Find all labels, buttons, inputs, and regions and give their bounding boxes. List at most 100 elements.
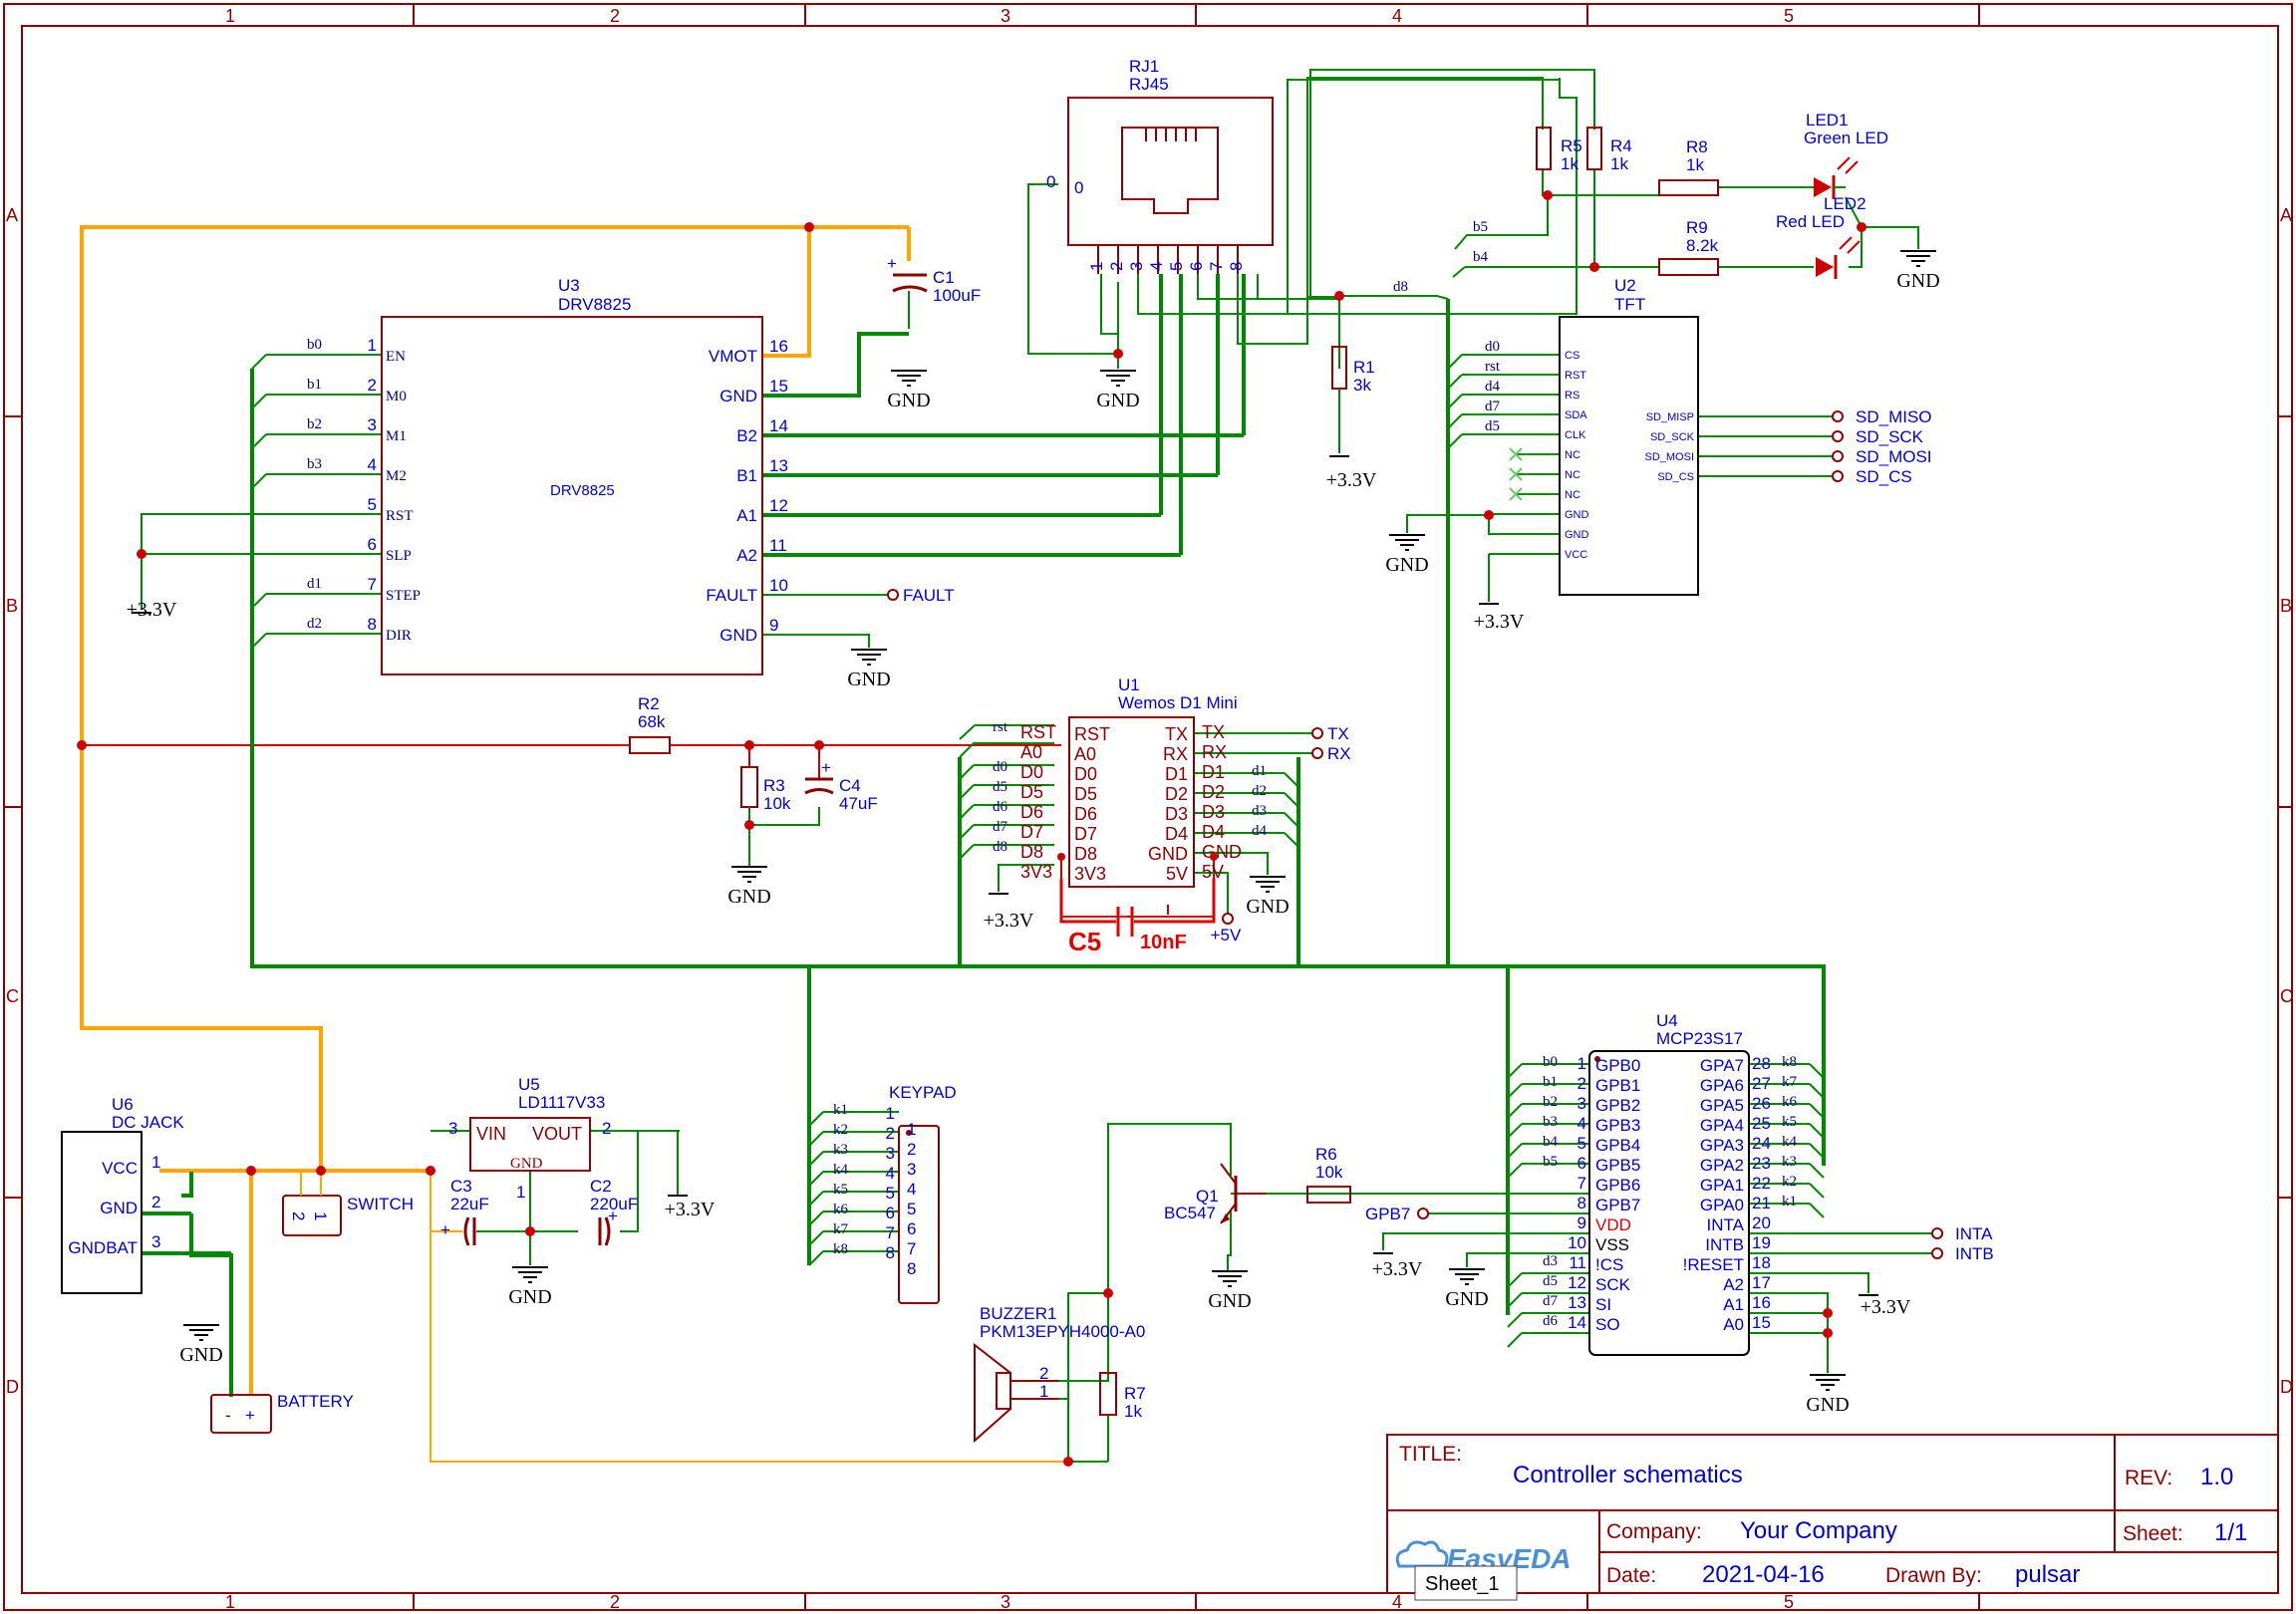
title-block: TITLE: Controller schematics REV: 1.0 Co… [1386, 1434, 2279, 1601]
u1-pin-ext: D3 [1202, 802, 1225, 822]
q1-name: BC547 [1164, 1204, 1216, 1222]
q1-transistor: Q1 BC547 [1164, 1163, 1266, 1224]
c2-capacitor: + C2 220uF [590, 1177, 638, 1246]
gnd-tft-label: GND [1385, 554, 1428, 576]
u3-pin-num: 16 [769, 337, 788, 356]
u4-pin-num: 4 [1578, 1114, 1586, 1133]
r6-ref: R6 [1315, 1145, 1337, 1164]
u2-tft: U2 TFT CSd0RSTrstRSd4SDAd7CLKd5NCNCNCGND… [1485, 276, 1932, 596]
u1-net-label: d6 [993, 799, 1008, 815]
u4-pin-name: GPB0 [1595, 1056, 1640, 1075]
u4-pin-name: GPB1 [1595, 1076, 1640, 1095]
c4-value: 47uF [839, 794, 878, 813]
gnd-wemos-label: GND [1246, 896, 1289, 918]
gnd-led [1900, 250, 1936, 267]
u1-pin-int: D1 [1165, 764, 1188, 784]
u1-pin-int: D6 [1074, 804, 1097, 824]
u5-pin1: 1 [516, 1183, 525, 1202]
gnd-rj45-label: GND [1096, 390, 1139, 411]
gnd-c1 [891, 370, 927, 387]
tft-pin-name: CS [1565, 350, 1579, 362]
date-label: Date: [1606, 1564, 1656, 1587]
tft-pin-name: GND [1565, 529, 1589, 541]
u4-pin-num: 12 [1568, 1273, 1586, 1292]
u5-pin2: 2 [602, 1119, 611, 1138]
tft-net-label: d4 [1485, 379, 1501, 395]
u3-pin-num: 4 [368, 455, 377, 474]
frame-col-2-top: 2 [610, 6, 620, 26]
r6-resistor: R6 10k [1306, 1145, 1351, 1204]
u4-pin-name: INTA [1707, 1215, 1745, 1234]
frame-row-c-right: C [2280, 986, 2293, 1006]
u3-net-label: d1 [307, 576, 322, 592]
u4-pin-num: 15 [1752, 1313, 1771, 1332]
r9-resistor: R9 8.2k [1658, 218, 1719, 276]
led1-green: LED1 Green LED [1804, 111, 1888, 199]
u4-pin-name: GPB6 [1595, 1176, 1640, 1195]
u1-pin-int: RST [1074, 724, 1110, 744]
keypad-net-label: k2 [833, 1122, 848, 1138]
u3-pin-name: DIR [386, 628, 412, 644]
keypad-net-label: k5 [833, 1182, 848, 1198]
v33-mcp-reset-label: +3.3V [1861, 1296, 1911, 1318]
rj1-pin0-label: 0 [1074, 178, 1083, 197]
r8-value: 1k [1686, 155, 1704, 174]
u4-pin-num: 18 [1752, 1253, 1771, 1272]
keypad-pin-num: 3 [886, 1144, 895, 1163]
port-gpb7: GPB7 [1365, 1205, 1410, 1223]
u1-pin-ext: D6 [1020, 802, 1043, 822]
v33-u5-label: +3.3V [665, 1199, 716, 1220]
u1-pin-int: 5V [1166, 864, 1188, 884]
u4-pin-num: 9 [1578, 1213, 1586, 1232]
u2-name: TFT [1614, 295, 1645, 314]
led2-value: Red LED [1776, 212, 1845, 231]
u4-pin-num: 20 [1752, 1213, 1771, 1232]
u5-ref: U5 [518, 1075, 540, 1094]
u4-net-label: k6 [1782, 1094, 1798, 1110]
frame-row-a-right: A [2280, 205, 2292, 225]
u1-net-label: d5 [993, 779, 1007, 795]
u1-pin-int: 3V3 [1074, 864, 1106, 884]
r1-ref: R1 [1353, 358, 1375, 377]
led1-ref: LED1 [1806, 111, 1849, 130]
u4-pin-num: 28 [1752, 1054, 1771, 1073]
u4-pin-num: 6 [1578, 1154, 1586, 1173]
r5-value: 1k [1561, 154, 1578, 173]
c2-ref: C2 [590, 1177, 612, 1196]
keypad-pin-name: 3 [907, 1160, 916, 1179]
u3-pin-num: 10 [769, 576, 788, 595]
rj1-pin-num: 4 [1147, 262, 1166, 271]
u3-body-label: DRV8825 [550, 482, 615, 499]
r6-value: 10k [1315, 1163, 1343, 1182]
u4-pin-num: 24 [1752, 1134, 1771, 1153]
u3-drv8825: U3 DRV8825 DRV8825 1ENb02M0b13M1b24M2b35… [307, 276, 788, 675]
tft-pin-name: CLK [1565, 429, 1586, 441]
r2-value: 68k [638, 712, 666, 731]
tft-port [1832, 470, 1844, 482]
u4-pin-name: GPB5 [1595, 1156, 1640, 1175]
company-value: Your Company [1740, 1517, 1897, 1544]
tft-pin-name: VCC [1565, 549, 1587, 561]
port-intb: INTB [1955, 1244, 1994, 1263]
u1-name: Wemos D1 Mini [1118, 693, 1238, 712]
keypad-net-label: k7 [833, 1221, 849, 1237]
u4-pin-name: GPA3 [1700, 1136, 1744, 1155]
led1-value: Green LED [1804, 129, 1888, 147]
keypad-pin-num: 1 [886, 1104, 895, 1123]
u3-net-label: b1 [307, 377, 322, 393]
r5-ref: R5 [1561, 136, 1582, 155]
c3-plus: + [440, 1220, 450, 1239]
u3-pin-name: A2 [736, 546, 757, 565]
c2-plus: + [608, 1207, 618, 1225]
sheet-tab[interactable]: Sheet_1 [1425, 1573, 1500, 1595]
keypad-pin-num: 7 [886, 1223, 895, 1242]
r4-resistor: R4 1k [1586, 127, 1632, 173]
frame-col-3-bottom: 3 [1001, 1592, 1010, 1612]
u1-pin-ext: RST [1020, 722, 1056, 742]
v33-wemos-label: +3.3V [984, 910, 1034, 932]
u4-pin-num: 10 [1568, 1233, 1586, 1252]
u3-pin-name: GND [719, 387, 757, 405]
keypad-net-label: k3 [833, 1142, 848, 1158]
u4-net-label: b3 [1543, 1114, 1558, 1130]
